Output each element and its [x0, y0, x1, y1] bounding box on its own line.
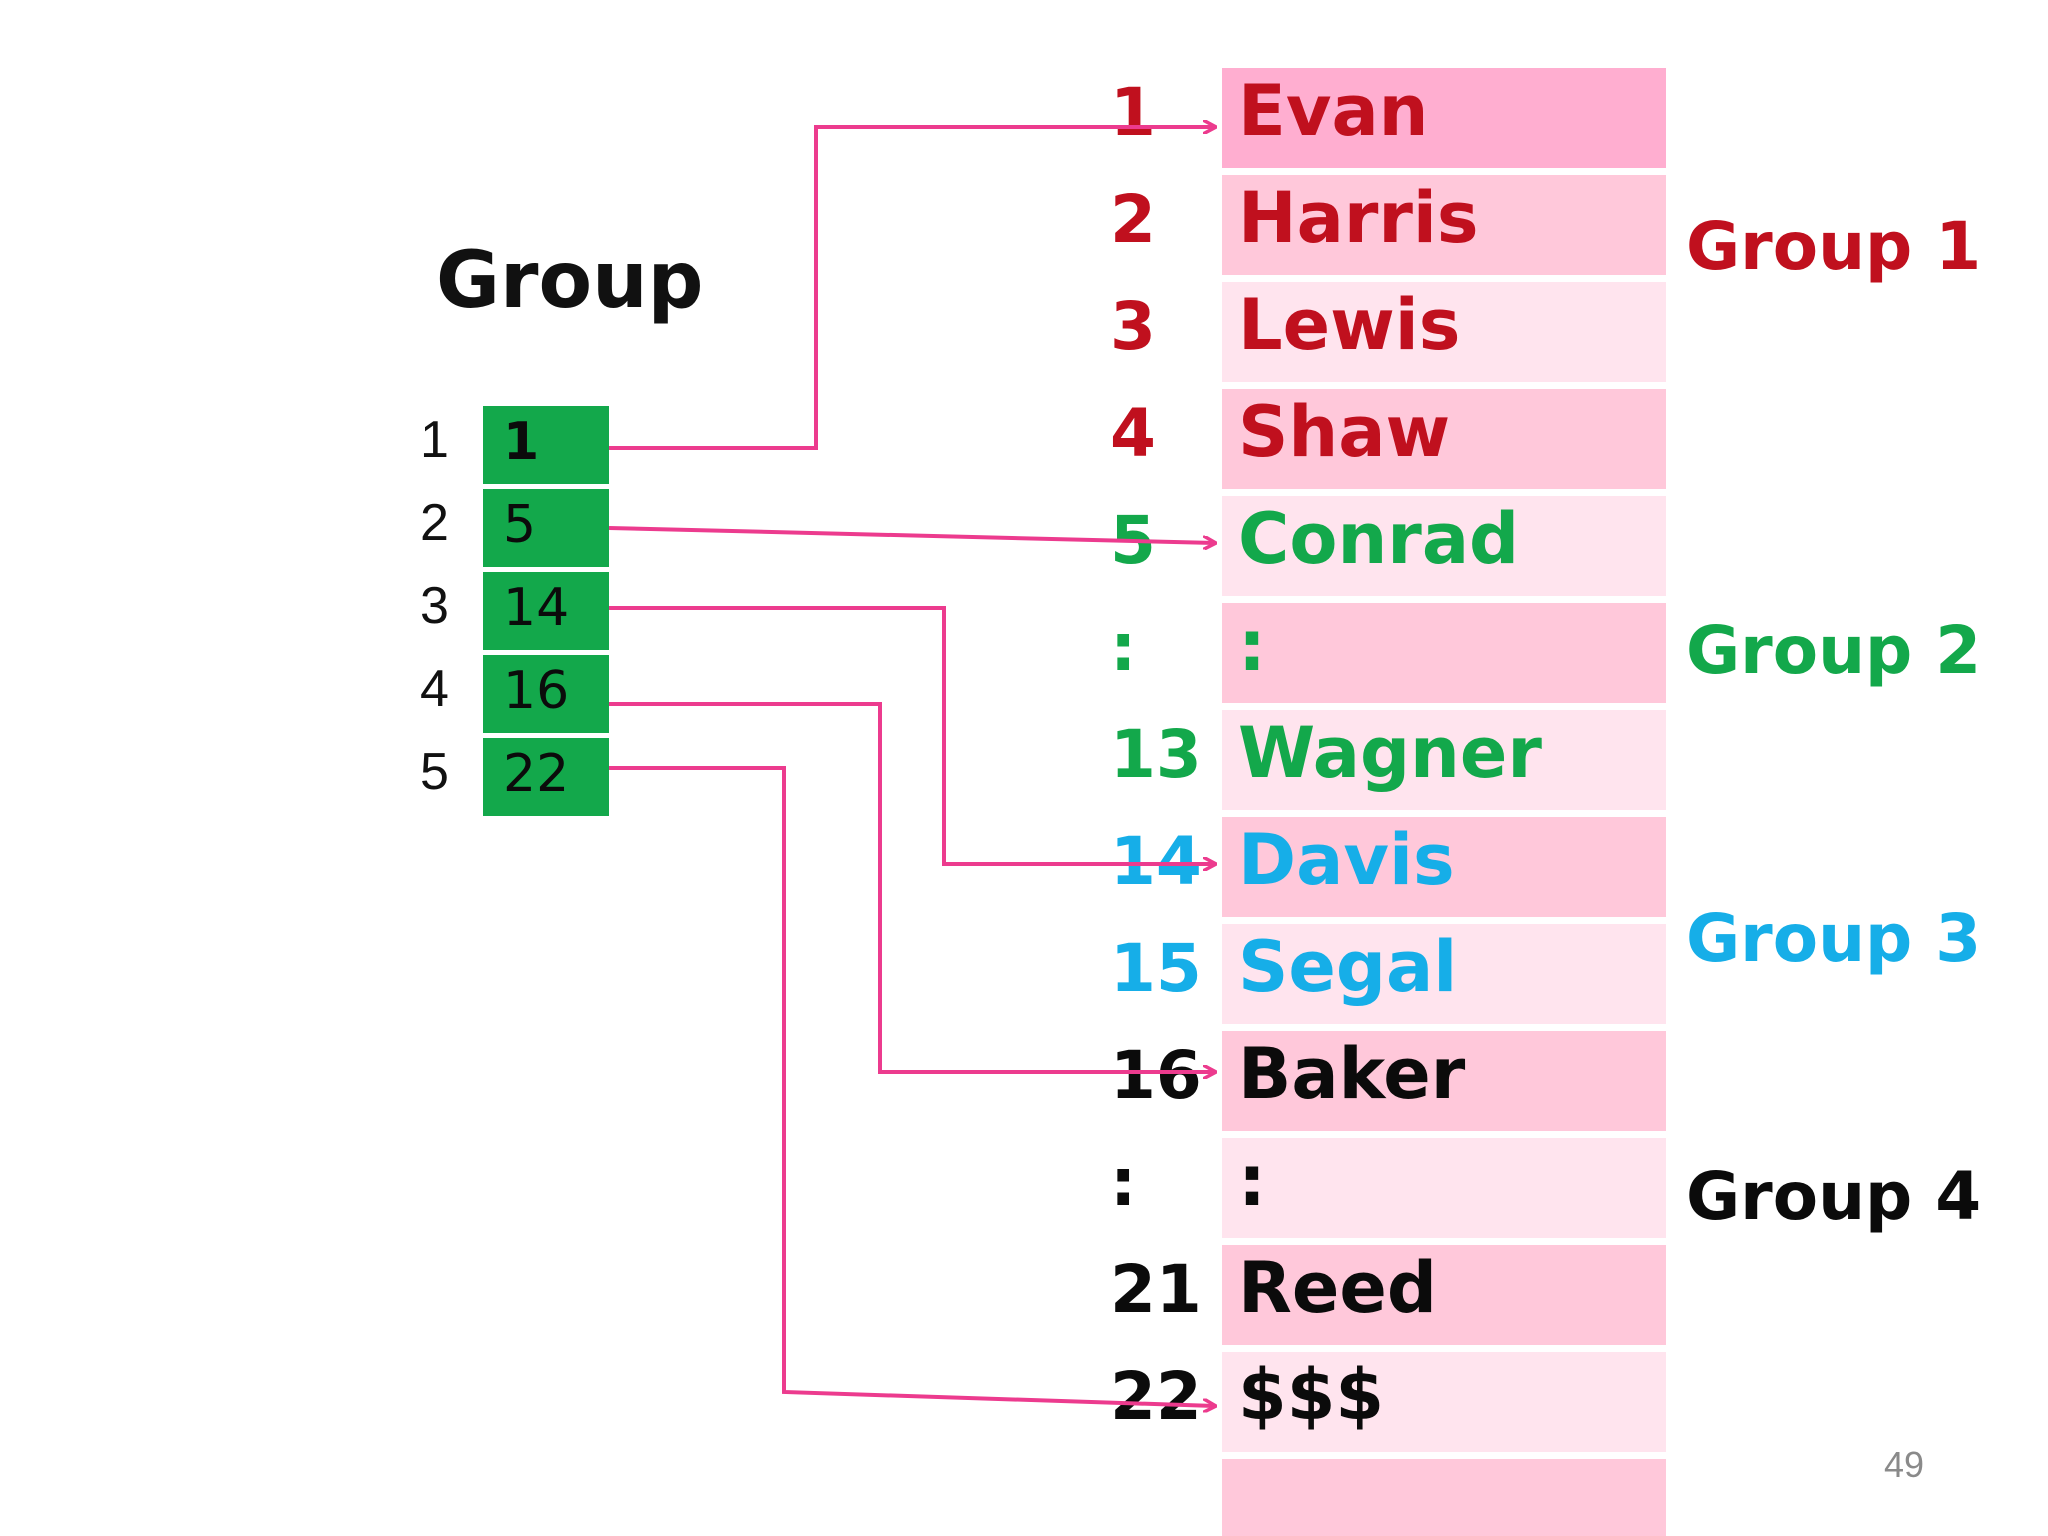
name-array-name: Segal: [1238, 926, 1458, 1008]
name-array-index: 1: [1110, 74, 1156, 151]
name-array-index: 3: [1110, 288, 1156, 365]
name-array-row: [1222, 1031, 1666, 1131]
group-cell-value: 5: [503, 495, 537, 555]
name-array-row: [1222, 389, 1666, 489]
name-array-row: [1222, 175, 1666, 275]
arrow-group-3: [609, 606, 1215, 864]
arrow-group-5: [609, 766, 1215, 1406]
group-cell-5: 22: [483, 738, 609, 816]
group-cell-2: 5: [483, 489, 609, 567]
group-cell-value: 16: [503, 661, 570, 721]
group-cell-4: 16: [483, 655, 609, 733]
group-label-2: Group 2: [1686, 612, 1982, 689]
name-array-name: Shaw: [1238, 391, 1451, 473]
name-array-name: Lewis: [1238, 284, 1461, 366]
group-index-1: 1: [420, 411, 449, 469]
name-array-row: [1222, 1138, 1666, 1238]
name-array-index: 14: [1110, 823, 1202, 900]
name-array-name: :: [1238, 1140, 1266, 1222]
name-array-name: :: [1238, 605, 1266, 687]
arrow-group-2: [608, 526, 1215, 543]
group-index-4: 4: [420, 660, 449, 718]
name-array-index: 21: [1110, 1251, 1202, 1328]
name-array-name: Harris: [1238, 177, 1479, 259]
group-index-3: 3: [420, 577, 449, 635]
name-array-index: 15: [1110, 930, 1202, 1007]
name-array-row: [1222, 817, 1666, 917]
name-array-row: [1222, 924, 1666, 1024]
name-array-name: $$$: [1238, 1354, 1385, 1436]
arrow-group-4: [609, 702, 1215, 1072]
group-label-3: Group 3: [1686, 900, 1982, 977]
name-array-row: [1222, 68, 1666, 168]
group-cell-3: 14: [483, 572, 609, 650]
group-cell-value: 22: [503, 744, 570, 804]
name-array-name: Davis: [1238, 819, 1455, 901]
name-array-row: [1222, 282, 1666, 382]
name-array-row: [1222, 1459, 1666, 1536]
group-index-5: 5: [420, 743, 449, 801]
arrow-group-1: [609, 127, 1215, 450]
name-array-index: 2: [1110, 181, 1156, 258]
name-array-name: Baker: [1238, 1033, 1466, 1115]
group-cell-value: 14: [503, 578, 570, 638]
group-cell-1: 1: [483, 406, 609, 484]
name-array-row: [1222, 1245, 1666, 1345]
name-array-name: Reed: [1238, 1247, 1437, 1329]
page-number: 49: [1884, 1444, 1925, 1485]
name-array-name: Wagner: [1238, 712, 1542, 794]
group-index-2: 2: [420, 494, 449, 552]
name-array-index: 22: [1110, 1358, 1202, 1435]
group-cell-value: 1: [503, 412, 540, 472]
name-array-name: Evan: [1238, 70, 1429, 152]
group-array-title: Group: [436, 236, 704, 326]
name-array-row: [1222, 496, 1666, 596]
name-array-name: Conrad: [1238, 498, 1520, 580]
name-array-index: 16: [1110, 1037, 1202, 1114]
name-array-row: [1222, 1352, 1666, 1452]
name-array-row: [1222, 603, 1666, 703]
name-array-index: :: [1110, 609, 1137, 686]
name-array-index: :: [1110, 1144, 1137, 1221]
group-label-4: Group 4: [1686, 1158, 1982, 1235]
name-array-index: 13: [1110, 716, 1202, 793]
name-array-index: 4: [1110, 395, 1156, 472]
group-label-1: Group 1: [1686, 208, 1982, 285]
name-array-row: [1222, 710, 1666, 810]
